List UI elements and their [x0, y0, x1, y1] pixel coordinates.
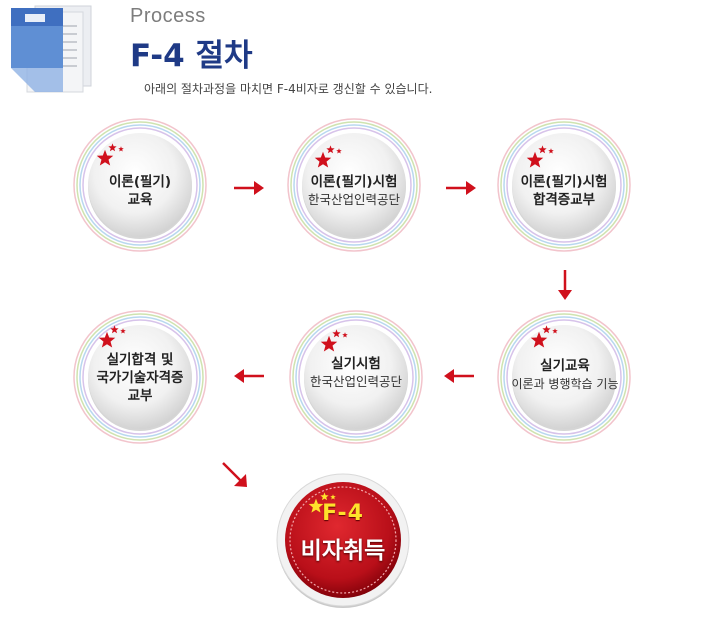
arrow-right-icon: [446, 181, 476, 195]
step-sublabel: 한국산업인력공단: [307, 192, 400, 207]
step-badge-ring: [497, 310, 631, 444]
step-practical-education: 실기교육 이론과 병행학습 기능: [494, 307, 634, 447]
arrow-down-icon: [558, 270, 572, 300]
header-description: 아래의 절차과정을 마치면 F-4비자로 갱신할 수 있습니다.: [144, 82, 433, 96]
step-badge-ring: [73, 118, 207, 252]
page-title: F-4 절차: [130, 38, 253, 74]
header-subtitle: Process: [130, 5, 206, 27]
star-icon: [314, 145, 342, 168]
step-label-2: 교육: [127, 192, 153, 208]
star-icon: [526, 145, 554, 168]
step-practical-exam: 실기시험 한국산업인력공단: [286, 307, 426, 447]
step-certification-issue: 실기합격 및 국가기술자격증 교부: [70, 307, 210, 447]
step-label-2: 합격증교부: [532, 192, 596, 208]
arrow-right-icon: [234, 181, 264, 195]
final-visa-badge: F-4 비자취득: [268, 470, 418, 610]
document-logo-icon: [11, 5, 92, 93]
star-icon: [96, 143, 124, 166]
arrow-diagonal-icon: [222, 462, 247, 487]
arrow-left-icon: [444, 369, 474, 383]
step-badge-ring: [73, 310, 207, 444]
step-badge-ring: [289, 310, 423, 444]
step-label-3: 교부: [127, 388, 153, 404]
step-sublabel: 이론과 병행학습 기능: [511, 377, 619, 391]
star-icon: [530, 325, 558, 348]
final-subtitle: 비자취득: [300, 538, 386, 564]
final-title: F-4: [322, 501, 364, 526]
step-theory-certificate: 이론(필기)시험 합격증교부: [494, 115, 634, 255]
step-label: 실기시험: [331, 356, 381, 372]
step-label: 이론(필기)시험: [520, 174, 608, 190]
star-icon: [320, 329, 348, 352]
step-label: 이론(필기)시험: [310, 174, 398, 190]
step-label-2: 국가기술자격증: [96, 370, 184, 386]
arrow-left-icon: [234, 369, 264, 383]
step-theory-exam: 이론(필기)시험 한국산업인력공단: [284, 115, 424, 255]
star-icon: [98, 325, 126, 348]
step-label: 실기합격 및: [106, 352, 174, 368]
step-sublabel: 한국산업인력공단: [309, 374, 402, 389]
step-theory-education: 이론(필기) 교육: [70, 115, 210, 255]
step-label: 이론(필기): [108, 174, 172, 190]
step-label: 실기교육: [540, 358, 590, 374]
